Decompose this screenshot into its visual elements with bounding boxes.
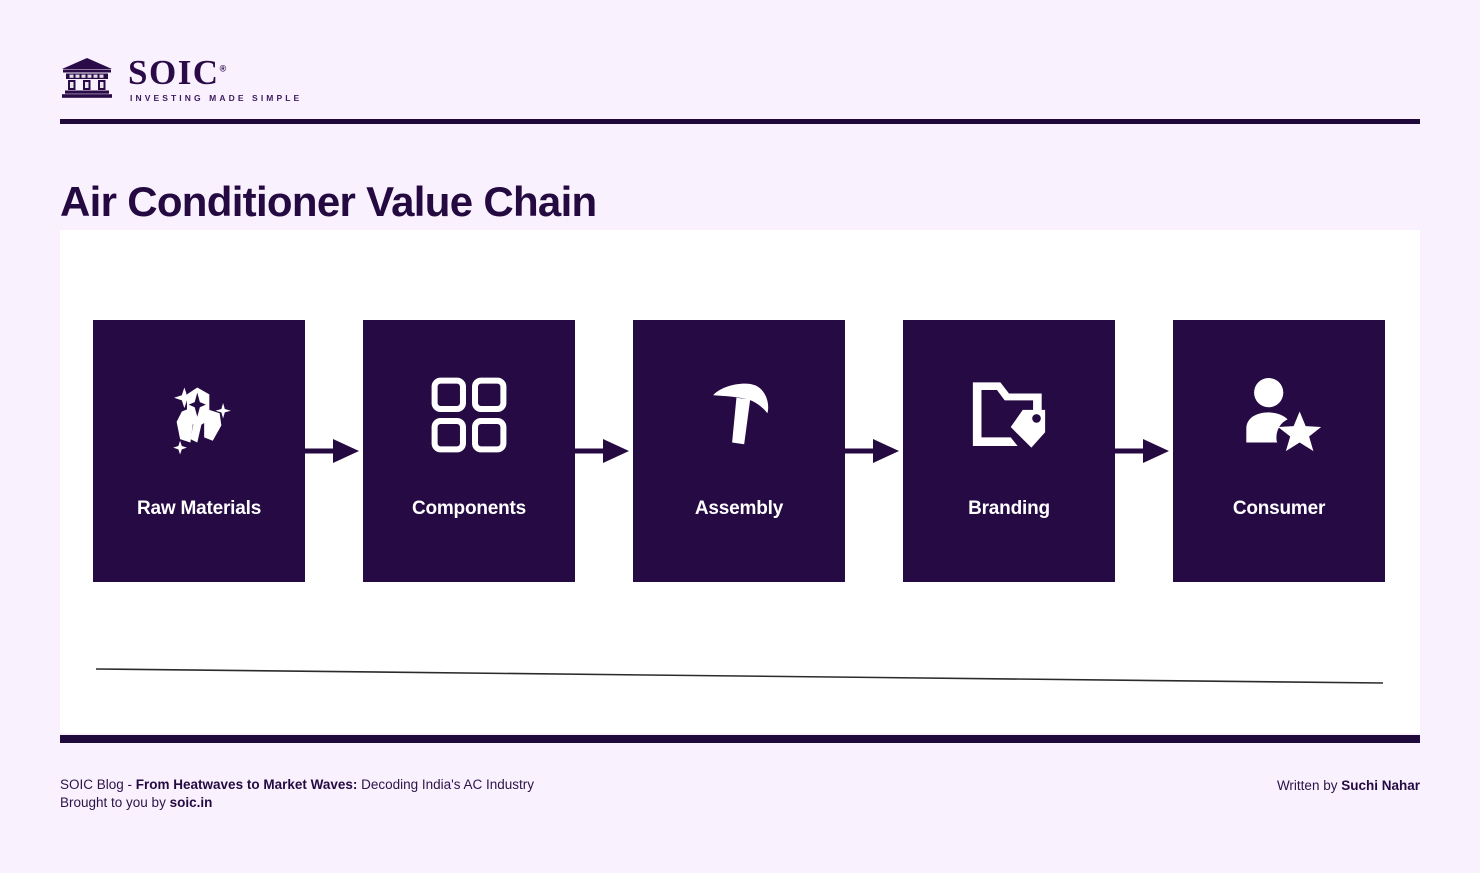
stage-branding[interactable]: Branding: [903, 320, 1115, 582]
footer-brought-by-line: Brought to you by soic.in: [60, 794, 534, 812]
stage-label: Assembly: [694, 498, 784, 519]
footer-blog-line: SOIC Blog - From Heatwaves to Market Wav…: [60, 776, 534, 794]
person-star-icon: [1246, 378, 1322, 452]
brand-wordmark: SOIC® INVESTING MADE SIMPLE: [128, 55, 302, 103]
card-bottom-bar: [60, 735, 1420, 743]
crystals-icon: [173, 387, 231, 455]
hammer-icon: [713, 383, 769, 445]
footer-site-link[interactable]: soic.in: [169, 795, 213, 810]
arrow-right-icon-4: [1115, 434, 1173, 468]
brand-name: SOIC®: [128, 55, 226, 90]
stage-label: Consumer: [1232, 498, 1326, 519]
registered-mark: ®: [219, 62, 227, 73]
arrow-right-icon-2: [575, 434, 633, 468]
footer-brought-by-prefix: Brought to you by: [60, 795, 170, 810]
page-title: Air Conditioner Value Chain: [60, 178, 597, 226]
arrow-right-icon-1: [305, 434, 363, 468]
footer: SOIC Blog - From Heatwaves to Market Wav…: [60, 776, 1420, 816]
footer-blog-prefix: SOIC Blog -: [60, 777, 136, 792]
header-divider: [60, 119, 1420, 124]
footer-blog-subtitle: Decoding India's AC Industry: [357, 777, 535, 792]
author-name: Suchi Nahar: [1341, 778, 1420, 793]
arrow-right-icon-3: [845, 434, 903, 468]
brand-name-text: SOIC: [128, 52, 220, 92]
value-chain-card: Raw Materials Component: [60, 230, 1420, 733]
stage-label: Raw Materials: [136, 498, 262, 519]
bank-building-icon: [62, 58, 112, 98]
author-prefix: Written by: [1276, 778, 1342, 793]
stage-components[interactable]: Components: [363, 320, 575, 582]
stage-raw-materials[interactable]: Raw Materials: [93, 320, 305, 582]
brand-logo: SOIC® INVESTING MADE SIMPLE: [60, 54, 302, 103]
footer-author: Written by Suchi Nahar: [1277, 778, 1420, 793]
grid-squares-icon: [431, 377, 507, 453]
footer-blog-title: From Heatwaves to Market Waves:: [135, 777, 358, 792]
stage-label: Branding: [968, 498, 1050, 519]
stage-consumer[interactable]: Consumer: [1173, 320, 1385, 582]
folder-tag-icon: [972, 382, 1046, 448]
footer-credits: SOIC Blog - From Heatwaves to Market Wav…: [60, 776, 534, 812]
brand-tagline: INVESTING MADE SIMPLE: [130, 92, 303, 103]
stage-assembly[interactable]: Assembly: [633, 320, 845, 582]
value-chain-flow: Raw Materials Component: [93, 320, 1385, 582]
stage-label: Components: [411, 498, 527, 519]
